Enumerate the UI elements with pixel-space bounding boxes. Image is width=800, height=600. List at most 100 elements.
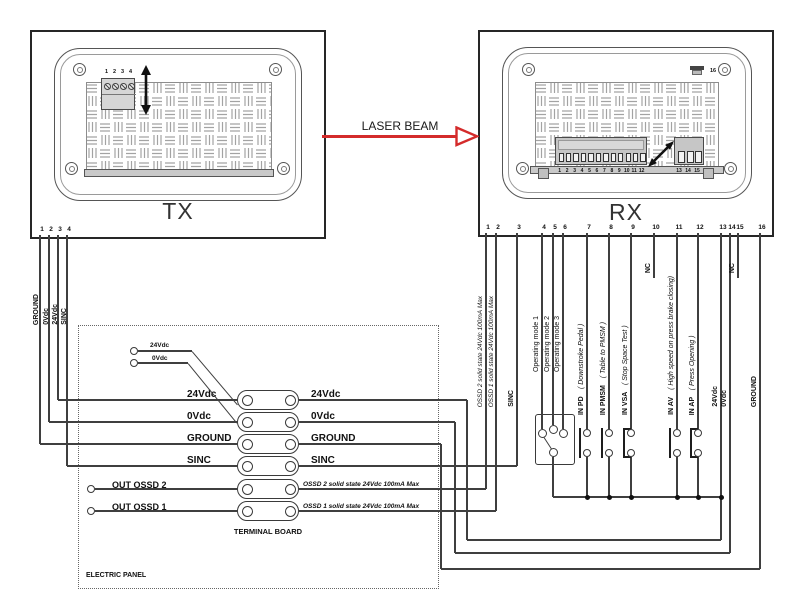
wire-segment [138,350,192,352]
connection-ring [284,460,296,472]
connection-ring [241,505,253,517]
connection-ring [130,347,138,355]
wire-segment [299,421,455,423]
connection-ring [548,424,558,434]
rx-wire-label: OSSD 1 solid state 24Vdc 100mA Max [488,295,495,407]
junction-dot [718,494,724,500]
tx-screw-icon [269,63,282,76]
rx-pin-number: 16 [758,224,766,231]
rx-pin-number: 10 [652,224,660,231]
rx-terminal-contact [610,153,617,162]
wire-segment [697,233,699,429]
rx-terminal-contact [618,153,624,162]
rx-terminal-pin-number: 2 [565,167,569,174]
rx-pcb-foot [538,168,549,179]
wire-segment [552,457,554,497]
rx-housing-outline [502,47,752,199]
rx-terminal-pin-number: 15 [694,167,700,174]
rx-terminal-pin-number: 7 [603,167,606,174]
connection-ring [627,429,635,437]
rx-wire-label: NC [645,262,652,273]
terminal-row-label-left: OUT OSSD 2 [112,480,167,490]
rx-wire-label: IN PMSM( Table to PMSM ) [600,322,608,415]
rx-title: RX [609,199,643,225]
tx-terminal-pin-number: 1 [104,68,109,75]
vertical-adjust-arrow-icon [141,65,151,115]
rx-terminal-contact [686,151,694,163]
wire-segment [58,399,237,401]
rx-terminal-pin-number: 3 [573,167,576,174]
tx-housing-inner-outline [60,54,296,195]
rx-terminal-pin-number: 9 [617,167,621,174]
terminal-board-label: TERMINAL BOARD [233,527,303,536]
connection-ring [673,449,681,457]
tx-housing-outline [54,48,302,201]
wire-segment [697,457,699,497]
terminal-row-label-left: OUT OSSD 1 [112,502,167,512]
tx-terminal-screw-icon [112,83,119,90]
wire-segment [653,233,655,278]
rx-pin-number: 9 [631,224,635,231]
terminal-row-label-right: OSSD 1 solid state 24Vdc 100mA Max [303,503,420,510]
supply-label: 0Vdc [152,355,168,362]
rx-wire-name: IN PMSM [600,385,607,415]
rx-terminal-contact [625,153,631,162]
terminal-row-label-right: 0Vdc [311,411,335,422]
rx-wire-label: IN AV( High speed on press brake closing… [668,276,676,415]
tx-pcb-bottom-bar [84,169,274,177]
connection-ring [583,449,591,457]
tx-wire-label: 0Vdc [43,308,50,325]
switch-contact-hook [624,456,631,458]
rx-wire-label: Operating mode 2 [544,315,551,372]
rx-screw-icon [724,162,737,175]
wire-segment [299,488,486,490]
rx-wire-label: NC [729,262,736,273]
connection-ring [284,416,296,428]
wire-segment [516,233,518,466]
tx-terminal-screw-icon [128,83,135,90]
wire-segment [586,457,588,497]
rx-pin-number: 4 [542,224,546,231]
tx-pin-number: 4 [67,226,71,233]
wire-segment [40,443,237,445]
connection-ring [284,438,296,450]
terminal-row-label-left: GROUND [187,433,232,444]
wire-segment [299,443,441,445]
rx-terminal-pin-number: 14 [685,167,691,174]
switch-contact-bar [578,428,582,458]
tx-wire-label: 24Vdc [52,304,59,325]
wire-segment [466,400,468,540]
laser-beam-label: LASER BEAM [361,119,439,133]
tx-wire-label: GROUND [33,293,40,325]
tx-pin-number: 2 [49,226,53,233]
wire-segment [95,488,237,490]
rx-pin-number: 11 [675,224,683,231]
rx-terminal-contact [565,153,572,162]
rx-terminal-contact [573,153,579,162]
connection-ring [605,449,613,457]
wire-segment [608,457,610,497]
electric-panel-boundary [78,325,439,589]
rx-terminal-block-strip [558,140,644,150]
connection-ring [673,429,681,437]
rx-wire-name: IN VSA [622,391,629,415]
operating-mode-selector [535,414,575,465]
rx-wire-label: IN PD( Downstroke Pedal ) [578,324,586,415]
wire-segment [608,233,610,429]
tx-pin-number: 3 [58,226,62,233]
tx-terminal-pin-number: 3 [120,68,125,75]
junction-dot [584,494,590,500]
rx-terminal-contact [695,151,702,163]
wire-segment [299,510,496,512]
rx-wire-label: IN VSA( Stop Space Test ) [622,325,630,415]
supply-label: 24Vdc [150,342,170,349]
terminal-row [237,501,299,521]
rx-top-connector-pin: 16 [710,68,717,74]
wire-segment [95,510,237,512]
rx-pin-number: 5 [553,224,557,231]
wire-segment [541,233,543,429]
wire-segment [485,233,487,489]
rx-top-connector-icon [690,66,704,70]
